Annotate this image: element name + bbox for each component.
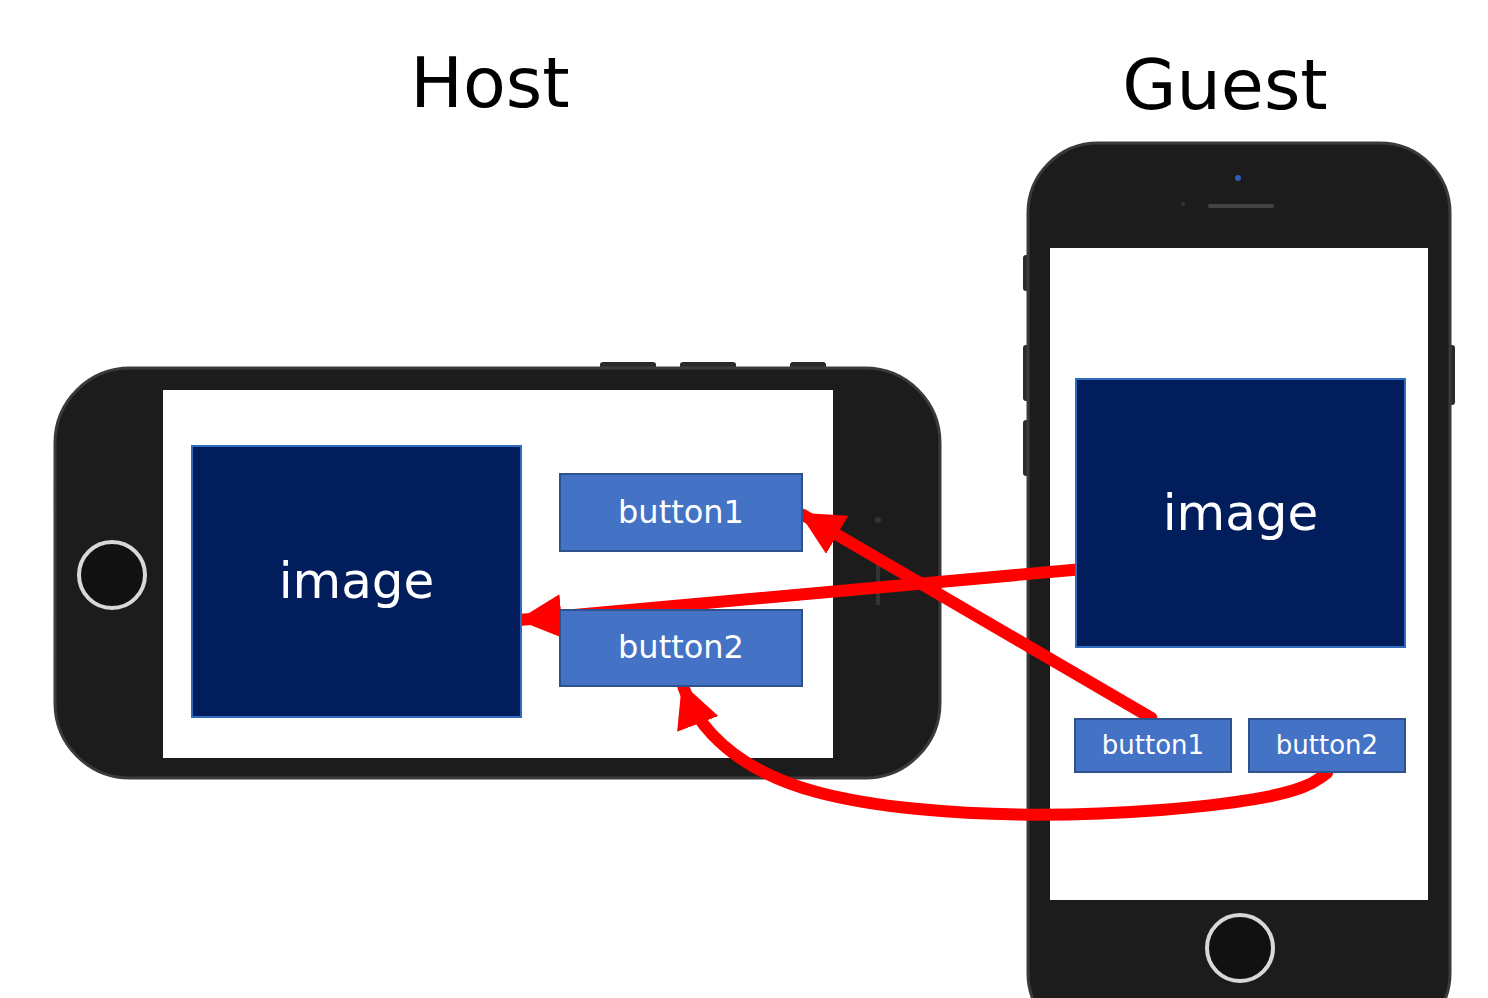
- button-box: button1: [559, 473, 803, 552]
- phone-screen: [163, 390, 833, 758]
- camera-dot: [875, 517, 881, 523]
- speaker-slot: [1210, 204, 1272, 208]
- speaker-slot: [876, 555, 880, 605]
- image-box: image: [1075, 378, 1406, 648]
- box-text: button2: [618, 630, 744, 665]
- device-role-label: Guest: [1122, 50, 1328, 120]
- box-text: button1: [618, 495, 744, 530]
- button-box: button2: [1248, 718, 1406, 773]
- box-text: button2: [1276, 731, 1378, 760]
- phone-body: [55, 368, 940, 778]
- host-phone: [55, 362, 940, 778]
- box-text: button1: [1102, 731, 1204, 760]
- image-box: image: [191, 445, 522, 718]
- guest-phone: [1023, 143, 1455, 998]
- box-text: image: [279, 554, 435, 609]
- home-button: [1207, 915, 1273, 981]
- home-button: [79, 542, 145, 608]
- button-box: button2: [559, 609, 803, 687]
- box-text: image: [1163, 486, 1319, 541]
- mapping-arrow: [683, 687, 1327, 815]
- sensor-dot: [1181, 202, 1185, 206]
- camera-dot: [1235, 175, 1241, 181]
- button-box: button1: [1074, 718, 1232, 773]
- phone-body: [1028, 143, 1450, 998]
- phone-screen: [1050, 248, 1428, 900]
- device-role-label: Host: [410, 48, 569, 118]
